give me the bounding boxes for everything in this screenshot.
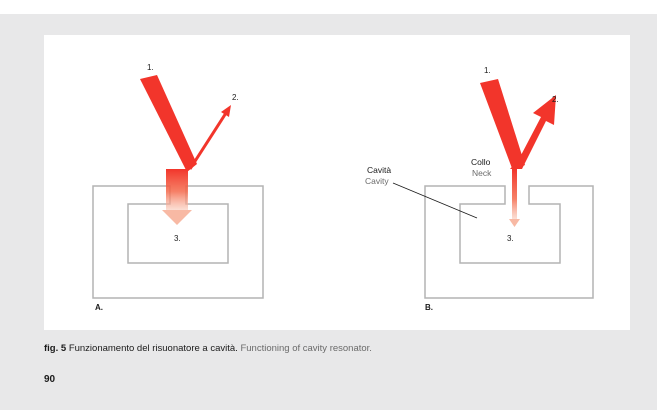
panel-a: 1. 2. 3. A.	[92, 63, 264, 312]
panel-b-letter: B.	[425, 303, 433, 312]
top-bar	[0, 0, 657, 14]
transmitted-arrow-b-head	[509, 219, 520, 227]
label-b-3: 3.	[507, 234, 514, 243]
cavity-leader-line	[392, 182, 478, 219]
resonator-outline-b	[424, 185, 594, 299]
figure-number: fig. 5	[44, 343, 67, 354]
resonator-diagram: 1. 2. 3. A. 1. 2. 3. Collo Neck Cavità C…	[92, 63, 594, 312]
transmitted-arrow-b-shaft	[512, 169, 517, 219]
label-b-1: 1.	[484, 66, 491, 75]
page-number: 90	[44, 374, 56, 385]
incident-arrow-b	[480, 79, 525, 171]
incident-arrow-a	[140, 75, 197, 172]
reflected-arrow-a-shaft	[188, 112, 228, 170]
panel-a-letter: A.	[95, 303, 103, 312]
cavity-label: Cavity	[365, 176, 389, 186]
neck-label: Neck	[472, 168, 492, 178]
label-a-2: 2.	[232, 93, 239, 102]
reflected-arrow-b	[510, 95, 556, 169]
reflected-arrow-a-head	[221, 105, 231, 117]
cavita-label: Cavità	[367, 165, 391, 175]
label-a-3: 3.	[174, 234, 181, 243]
label-a-1: 1.	[147, 63, 154, 72]
figure-panel: 1. 2. 3. A. 1. 2. 3. Collo Neck Cavità C…	[44, 35, 630, 330]
panel-b: 1. 2. 3. Collo Neck Cavità Cavity B.	[365, 66, 594, 312]
transmitted-arrow-a-shaft	[166, 169, 188, 210]
caption-english: Functioning of cavity resonator.	[240, 343, 372, 354]
transmitted-arrow-a-head	[162, 210, 192, 225]
label-b-2: 2.	[552, 95, 559, 104]
figure-caption: fig. 5 Funzionamento del risuonatore a c…	[44, 343, 644, 354]
caption-italian: Funzionamento del risuonatore a cavità.	[68, 343, 238, 354]
collo-label: Collo	[471, 157, 491, 167]
